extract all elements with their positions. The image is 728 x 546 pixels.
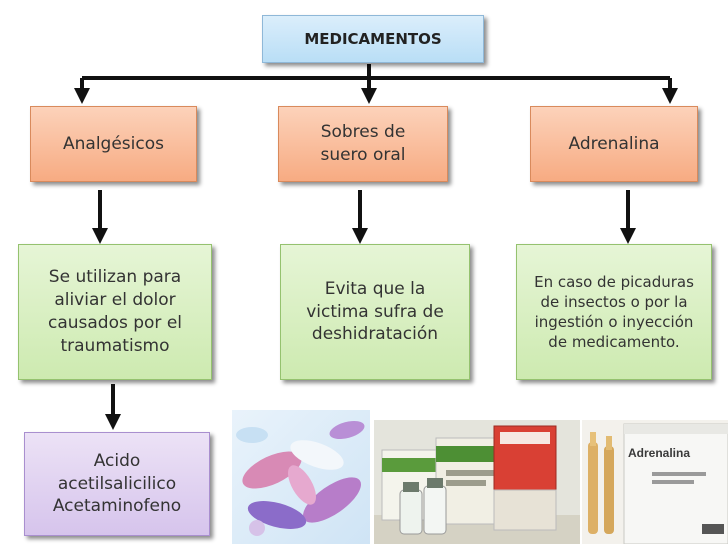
adrenaline-box-label: Adrenalina [628, 446, 691, 460]
pills-illustration [236, 420, 365, 536]
description-box-analgesicos: Se utilizan para aliviar el dolor causad… [18, 244, 212, 380]
description-text: Evita que la victima sufra de deshidrata… [306, 278, 444, 345]
examples-text: Acido acetilsalicilico Acetaminofeno [52, 450, 182, 517]
category-box-adrenalina: Adrenalina [530, 106, 698, 182]
category-box-sobres: Sobres de suero oral [278, 106, 448, 182]
description-box-adrenalina: En caso de picaduras de insectos o por l… [516, 244, 712, 380]
description-text: Se utilizan para aliviar el dolor causad… [47, 267, 183, 356]
category-label: Adrenalina [568, 133, 660, 154]
category-box-analgesicos: Analgésicos [30, 106, 197, 182]
pills-photo [232, 410, 370, 544]
title-text: MEDICAMENTOS [304, 29, 442, 48]
oral-serum-illustration [374, 425, 580, 544]
description-box-sobres: Evita que la victima sufra de deshidrata… [280, 244, 470, 380]
adrenaline-ampoules-photo: Adrenalina [582, 420, 728, 544]
title-box: MEDICAMENTOS [262, 15, 484, 63]
oral-serum-boxes-photo [374, 420, 580, 544]
examples-box: Acido acetilsalicilico Acetaminofeno [24, 432, 210, 536]
category-label: Sobres de suero oral [320, 122, 406, 165]
description-text: En caso de picaduras de insectos o por l… [534, 272, 694, 352]
adrenaline-illustration [588, 423, 728, 544]
category-label: Analgésicos [63, 133, 164, 154]
